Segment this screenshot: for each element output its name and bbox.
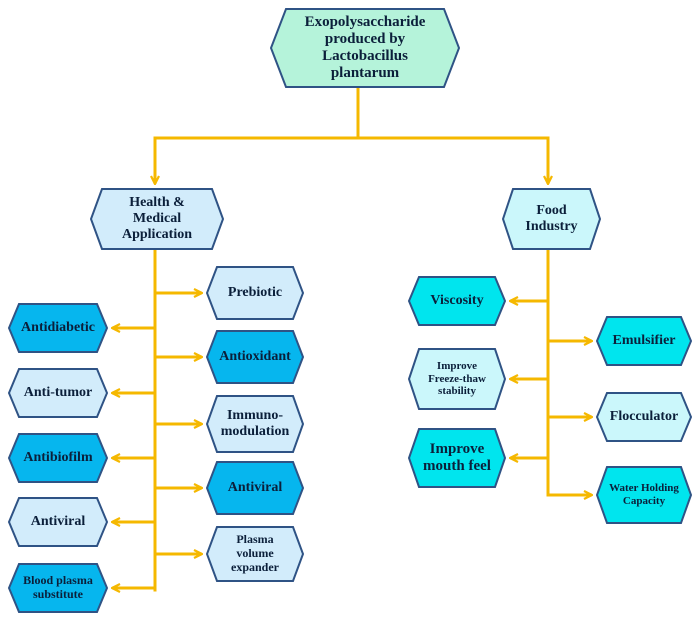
water-holding-capacity-node: Water Holding Capacity xyxy=(595,466,693,524)
anti-tumor-label: Anti-tumor xyxy=(23,384,93,400)
improve-mouth-feel-label: Improve mouth feel xyxy=(423,440,491,474)
food-industry-label: Food Industry xyxy=(525,202,578,234)
flocculator-node: Flocculator xyxy=(595,392,693,442)
flocculator-label: Flocculator xyxy=(609,408,679,424)
hexagon-shape xyxy=(89,188,225,250)
hexagon-shape xyxy=(205,395,305,453)
immuno-modulation-node: Immuno-modulation xyxy=(205,395,305,453)
emulsifier-label: Emulsifier xyxy=(612,332,676,348)
hexagon-shape xyxy=(7,497,109,547)
antioxidant-label: Antioxidant xyxy=(219,348,291,364)
antibiofilm-node: Antibiofilm xyxy=(7,433,109,483)
viscosity-node: Viscosity xyxy=(407,276,507,326)
immuno-modulation-label: Immuno-modulation xyxy=(220,407,290,439)
health-medical-label: Health & Medical Application xyxy=(121,194,192,243)
hexagon-shape xyxy=(205,461,305,515)
blood-plasma-substitute-label: Blood plasma substitute xyxy=(23,573,93,601)
antiviral-left-label: Antiviral xyxy=(30,513,86,529)
antidiabetic-node: Antidiabetic xyxy=(7,303,109,353)
root-label: Exopolysaccharide produced by Lactobacil… xyxy=(304,13,426,82)
health-medical-node: Health & Medical Application xyxy=(89,188,225,250)
antibiofilm-label: Antibiofilm xyxy=(23,449,93,465)
root-node: Exopolysaccharide produced by Lactobacil… xyxy=(269,8,461,88)
hexagon-shape xyxy=(269,8,461,88)
food-industry-node: Food Industry xyxy=(501,188,602,250)
hexagon-shape xyxy=(205,330,305,384)
hexagon-shape xyxy=(7,563,109,613)
improve-mouth-feel-node: Improve mouth feel xyxy=(407,428,507,488)
plasma-volume-expander-node: Plasma volume expander xyxy=(205,526,305,582)
hexagon-shape xyxy=(205,526,305,582)
hexagon-shape xyxy=(595,466,693,524)
hexagon-shape xyxy=(595,316,693,366)
hexagon-shape xyxy=(407,348,507,410)
emulsifier-node: Emulsifier xyxy=(595,316,693,366)
antioxidant-node: Antioxidant xyxy=(205,330,305,384)
antiviral-right-node: Antiviral xyxy=(205,461,305,515)
hexagon-shape xyxy=(7,368,109,418)
prebiotic-node: Prebiotic xyxy=(205,266,305,320)
blood-plasma-substitute-node: Blood plasma substitute xyxy=(7,563,109,613)
hexagon-shape xyxy=(501,188,602,250)
hexagon-shape xyxy=(7,433,109,483)
hexagon-shape xyxy=(205,266,305,320)
hexagon-shape xyxy=(407,276,507,326)
plasma-volume-expander-label: Plasma volume expander xyxy=(231,532,279,574)
antiviral-right-label: Antiviral xyxy=(227,479,283,495)
hexagon-shape xyxy=(595,392,693,442)
water-holding-capacity-label: Water Holding Capacity xyxy=(609,482,679,507)
hexagon-shape xyxy=(407,428,507,488)
antidiabetic-label: Antidiabetic xyxy=(21,319,95,335)
antiviral-left-node: Antiviral xyxy=(7,497,109,547)
improve-freeze-thaw-node: Improve Freeze-thaw stability xyxy=(407,348,507,410)
hexagon-shape xyxy=(7,303,109,353)
improve-freeze-thaw-label: Improve Freeze-thaw stability xyxy=(428,360,486,398)
viscosity-label: Viscosity xyxy=(430,292,484,308)
prebiotic-label: Prebiotic xyxy=(227,284,283,300)
anti-tumor-node: Anti-tumor xyxy=(7,368,109,418)
